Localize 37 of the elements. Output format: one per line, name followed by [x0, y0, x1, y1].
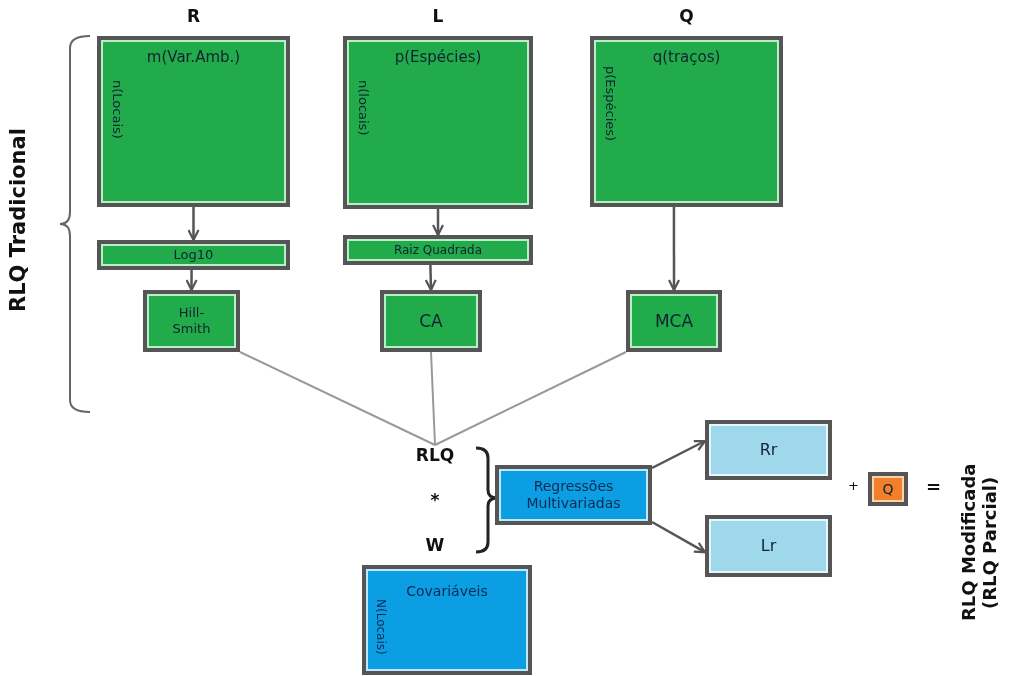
- process-box: MCA: [626, 290, 722, 352]
- box-title: Covariáveis: [405, 583, 489, 600]
- matrix-heading: L: [431, 6, 445, 26]
- arrow: [667, 207, 681, 292]
- process-box: CA: [380, 290, 482, 352]
- process-box: Raiz Quadrada: [343, 235, 533, 265]
- arrow: [651, 520, 707, 554]
- row-dimension-label: n(Locais): [109, 80, 125, 139]
- operator-symbol: +: [848, 478, 859, 493]
- arrow: [185, 270, 198, 292]
- process-box: Q: [868, 472, 908, 506]
- arrow: [651, 439, 707, 470]
- column-dimension-label: q(traços): [651, 48, 722, 66]
- arrow: [187, 207, 200, 242]
- side-title: RLQ Modificada (RLQ Parcial): [958, 462, 1001, 624]
- row-dimension-label: n(locais): [355, 80, 371, 136]
- formula-term: *: [430, 490, 440, 510]
- operator-symbol: =: [926, 476, 942, 497]
- arrow: [424, 264, 437, 292]
- connector-line: [430, 351, 436, 446]
- formula-term: RLQ: [415, 445, 455, 465]
- process-box: Log10: [97, 240, 290, 270]
- process-box: Hill-Smith: [143, 290, 240, 352]
- row-dimension-label: N(Locais): [374, 599, 389, 655]
- matrix-heading: R: [185, 6, 202, 26]
- row-dimension-label: p(Espécies): [602, 66, 618, 142]
- column-dimension-label: p(Espécies): [393, 48, 483, 66]
- process-box: Rr: [705, 420, 832, 480]
- arrow: [431, 209, 445, 237]
- process-box: Lr: [705, 515, 832, 577]
- column-dimension-label: m(Var.Amb.): [145, 48, 242, 66]
- connector-line: [434, 351, 627, 446]
- connector-line: [239, 351, 436, 446]
- side-title: RLQ Tradicional: [6, 127, 31, 314]
- process-box: Regressões Multivariadas: [495, 465, 652, 525]
- formula-term: W: [425, 535, 445, 555]
- matrix-heading: Q: [678, 6, 695, 26]
